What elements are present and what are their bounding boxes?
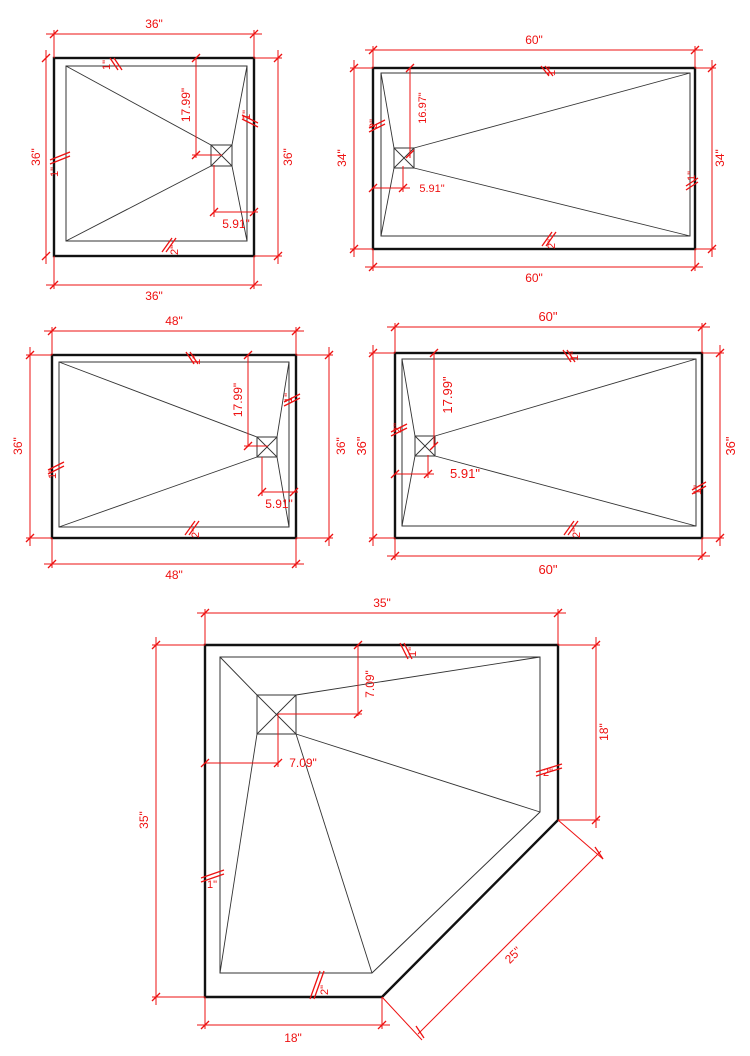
- shower-pan-48x36: 48" 48" 36" 36" 17.99" 5.91" 1" 1" 1" 2": [11, 314, 348, 582]
- dimension-label-width: 35": [373, 596, 391, 610]
- pan-outer-outline: [393, 351, 704, 540]
- slope-line: [295, 733, 373, 974]
- wall-label-bottom: 2": [169, 245, 181, 255]
- wall-label-bottom: 2": [190, 528, 202, 538]
- wall-label-left: 2": [368, 119, 380, 129]
- shower-pan-36x36: 36" 36" 36" 36" 17.99" 5.91" 1" 1" 1" 2": [29, 17, 295, 303]
- pan-outer-outline: [50, 353, 298, 540]
- dimension-label-drain-offset-horizontal: 5.91": [419, 183, 444, 195]
- dimension-label-drain-offset-horizontal: 5.91": [265, 497, 293, 511]
- dimension-label-height-right: 36": [723, 436, 738, 455]
- wall-label-right: 1": [692, 485, 704, 495]
- drain-square: [256, 436, 278, 458]
- dimension-label-drain-offset-vertical: 17.99": [440, 376, 455, 414]
- wall-label-top: 1": [407, 647, 419, 657]
- dimension-label-width: 60": [525, 33, 543, 47]
- pan-outer-outline: [52, 56, 256, 258]
- slope-line: [434, 455, 697, 527]
- slope-line: [434, 358, 697, 437]
- slope-line: [295, 656, 541, 696]
- dimension-label-drain-offset-horizontal: 7.09": [289, 756, 317, 770]
- dimension-label-width-bottom: 48": [165, 568, 183, 582]
- slope-line: [65, 165, 212, 242]
- wall-label-right: 2": [543, 767, 553, 779]
- slope-line: [401, 358, 416, 437]
- dimension-label-height: 34": [335, 149, 349, 167]
- drain-square: [393, 147, 415, 169]
- wall-label-bottom: 2": [546, 239, 558, 249]
- wall-label-right: 1": [283, 393, 295, 403]
- slope-line: [219, 656, 258, 696]
- wall-label-left: 1": [207, 879, 217, 891]
- dimension-label-drain-offset-vertical: 7.09": [363, 670, 377, 698]
- pan-inner-outline: [380, 72, 691, 237]
- wall-label-left: 1": [49, 167, 61, 177]
- wall-label-left: 2": [392, 423, 404, 433]
- pan-outer-outline: [371, 66, 697, 251]
- slope-line: [413, 167, 691, 237]
- slope-line: [65, 65, 212, 146]
- dimension-label-drain-offset-horizontal: 5.91": [222, 217, 250, 231]
- drain-square: [414, 435, 436, 457]
- wall-label-top: 1": [546, 66, 558, 76]
- dimension-label-bottom: 18": [284, 1031, 302, 1045]
- slope-line: [295, 733, 541, 813]
- dimension-label-height: 36": [29, 148, 43, 166]
- slope-line: [58, 361, 258, 438]
- dimension-label-drain-offset-vertical: 17.99": [179, 88, 193, 122]
- dimension-label-drain-offset-vertical: 17.99": [231, 383, 245, 417]
- dimension-label-width-bottom: 60": [538, 562, 557, 577]
- wall-label-right: 1": [686, 171, 698, 181]
- pan-inner-outline: [401, 358, 697, 527]
- slope-line: [231, 65, 248, 146]
- dimension-label-width: 36": [145, 17, 163, 31]
- slope-line: [401, 455, 416, 527]
- dimension-label-drain-offset-horizontal: 5.91": [450, 466, 480, 481]
- dimension-label-height: 35": [137, 811, 151, 829]
- wall-label-bottom: 2": [319, 985, 331, 995]
- dimension-label-drain-offset-vertical: 16.97": [417, 92, 429, 124]
- wall-label-top: 1": [569, 351, 581, 361]
- slope-line: [413, 72, 691, 149]
- dimension-label-width: 48": [165, 314, 183, 328]
- slope-line: [58, 456, 258, 528]
- wall-label-top: 1": [191, 355, 203, 365]
- shower-pan-neo-angle: 35" 35" 18" 18" 25" 7.09" 7.09" 1" 2" 1": [137, 596, 611, 1045]
- slope-line: [231, 165, 248, 242]
- pan-inner-outline: [58, 361, 290, 528]
- dimension-label-height-right: 34": [713, 149, 727, 167]
- dimension-label-height: 36": [354, 436, 369, 455]
- shower-pan-60x36: 60" 60" 36" 36" 17.99" 5.91" 1" 1" 2" 2": [354, 309, 738, 577]
- wall-label-left: 1": [47, 469, 59, 479]
- shower-pan-60x34: 60" 60" 34" 34" 16.97" 5.91" 1" 1" 2" 2": [335, 33, 727, 285]
- slope-line: [380, 167, 395, 237]
- dimension-label-height-right: 36": [334, 437, 348, 455]
- dimension-label-width-bottom: 36": [145, 289, 163, 303]
- wall-label-bottom: 2": [571, 528, 583, 538]
- pan-outer-outline: [203, 643, 560, 999]
- dimension-label-right: 18": [597, 723, 611, 741]
- wall-label-right: 1": [241, 110, 253, 120]
- dimension-label-height: 36": [11, 437, 25, 455]
- slope-line: [276, 361, 290, 438]
- slope-line: [380, 72, 395, 149]
- pan-inner-outline: [219, 656, 541, 974]
- wall-label-top: 1": [101, 60, 113, 70]
- dimension-label-height-right: 36": [281, 148, 295, 166]
- dimension-label-width: 60": [538, 309, 557, 324]
- dimension-label-width-bottom: 60": [525, 271, 543, 285]
- slope-line: [219, 733, 258, 974]
